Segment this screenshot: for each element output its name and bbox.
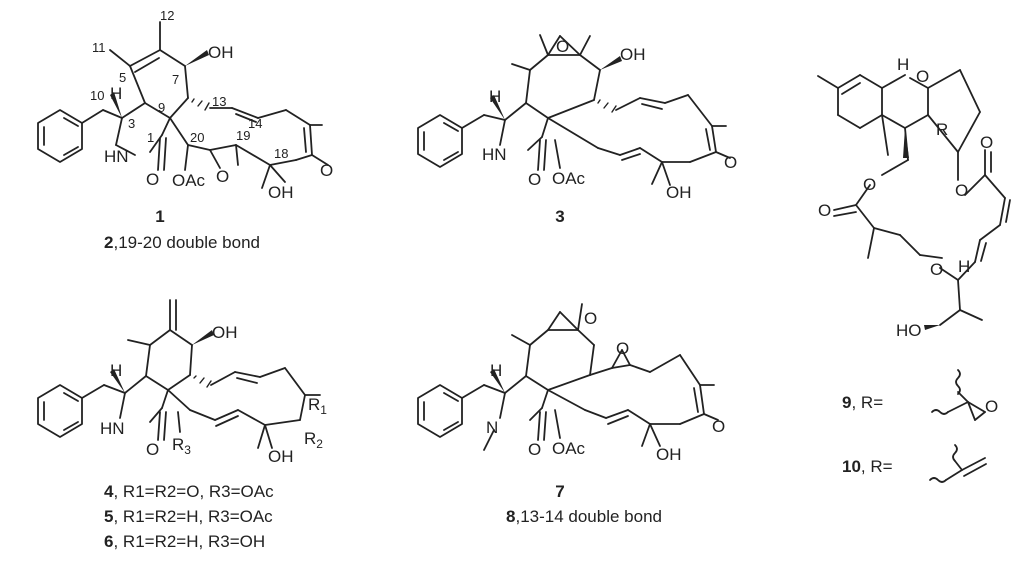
atom-oac-1: OAc bbox=[172, 171, 206, 190]
locant-7: 7 bbox=[172, 72, 179, 87]
atom-n-7: N bbox=[486, 418, 498, 437]
substituent-alkene-r bbox=[929, 444, 987, 483]
locant-3: 3 bbox=[128, 116, 135, 131]
atom-oh-7: OH bbox=[208, 43, 234, 62]
atom-h-4: H bbox=[110, 361, 122, 380]
caption-compound-4: 4, R1=R2=O, R3=OAc bbox=[104, 482, 274, 501]
locant-1: 1 bbox=[147, 130, 154, 145]
locant-11: 11 bbox=[92, 40, 106, 55]
label-compound-1: 1 bbox=[155, 207, 164, 226]
locant-5: 5 bbox=[119, 70, 126, 85]
atom-o-ether-9: O bbox=[930, 260, 943, 279]
atom-o-ketone-1: O bbox=[320, 161, 333, 180]
atom-r1-4: R1 bbox=[308, 395, 327, 417]
atom-o-pyran-9: O bbox=[916, 67, 929, 86]
atom-o-carbonyl-1: O bbox=[146, 170, 159, 189]
atom-o-carbonyl-4: O bbox=[146, 440, 159, 459]
atom-o-carbonyl1-9: O bbox=[818, 201, 831, 220]
structure-compound-1: H HN O OH OAc O OH O 12 11 5 7 10 9 13 3… bbox=[37, 8, 333, 202]
atom-o-carbonyl-7: O bbox=[528, 440, 541, 459]
atom-h-9: H bbox=[897, 55, 909, 74]
atom-oac-7: OAc bbox=[552, 439, 586, 458]
locant-12: 12 bbox=[160, 8, 174, 23]
atom-r-9: R bbox=[936, 120, 948, 139]
atom-h-3: H bbox=[489, 87, 501, 106]
atom-oac-3: OAc bbox=[552, 169, 586, 188]
atom-o-ketone-3: O bbox=[724, 153, 737, 172]
atom-o-substituent-9: O bbox=[985, 397, 998, 416]
locant-10: 10 bbox=[90, 88, 104, 103]
locant-18: 18 bbox=[274, 146, 288, 161]
atom-o-epoxide-1: O bbox=[216, 167, 229, 186]
atom-o-epoxide1-7: O bbox=[584, 309, 597, 328]
atom-h-3: H bbox=[110, 84, 122, 103]
atom-r3-4: R3 bbox=[172, 435, 191, 457]
atom-o-ester1-9: O bbox=[863, 175, 876, 194]
caption-compound-8: 8,13-14 double bond bbox=[506, 507, 662, 526]
atom-hn-3: HN bbox=[482, 145, 507, 164]
atom-oh-7-3: OH bbox=[620, 45, 646, 64]
caption-compound-6: 6, R1=R2=H, R3=OH bbox=[104, 532, 265, 551]
structure-compound-4-5-6: H HN O OH R3 OH R1 R2 bbox=[37, 299, 327, 466]
atom-r2-4: R2 bbox=[304, 429, 323, 451]
atom-oh-7-4: OH bbox=[212, 323, 238, 342]
atom-o-ester2-9: O bbox=[955, 181, 968, 200]
caption-compound-2: 2,19-20 double bond bbox=[104, 233, 260, 252]
caption-compound-10: 10, R= bbox=[842, 457, 893, 476]
atom-h-7: H bbox=[490, 361, 502, 380]
caption-compound-5: 5, R1=R2=H, R3=OAc bbox=[104, 507, 273, 526]
locant-13: 13 bbox=[212, 94, 226, 109]
substituent-epoxide-r: O bbox=[931, 369, 998, 421]
atom-ho-9: HO bbox=[896, 321, 922, 340]
caption-compound-9: 9, R= bbox=[842, 393, 883, 412]
atom-hn-1: HN bbox=[104, 147, 129, 166]
structure-compound-9-10: H O R O O O O O H HO bbox=[817, 55, 1011, 340]
locant-19: 19 bbox=[236, 128, 250, 143]
atom-o-epoxide-3: O bbox=[556, 37, 569, 56]
locant-9: 9 bbox=[158, 100, 165, 115]
atom-o-epoxide2-7: O bbox=[616, 339, 629, 358]
atom-o-carbonyl-3: O bbox=[528, 170, 541, 189]
atom-oh-18-4: OH bbox=[268, 447, 294, 466]
structure-compound-7-8: H N O O O OAc OH O bbox=[417, 303, 725, 464]
atom-o-ketone-7: O bbox=[712, 417, 725, 436]
atom-h-ether-9: H bbox=[958, 257, 970, 276]
locant-14: 14 bbox=[248, 116, 262, 131]
atom-oh-18-3: OH bbox=[666, 183, 692, 202]
atom-o-carbonyl2-9: O bbox=[980, 133, 993, 152]
label-compound-3: 3 bbox=[555, 207, 564, 226]
atom-oh-18: OH bbox=[268, 183, 294, 202]
locant-20: 20 bbox=[190, 130, 204, 145]
atom-oh-18-7: OH bbox=[656, 445, 682, 464]
atom-hn-4: HN bbox=[100, 419, 125, 438]
label-compound-7: 7 bbox=[555, 482, 564, 501]
structure-compound-3: H HN O O OH OAc OH O bbox=[417, 34, 737, 202]
